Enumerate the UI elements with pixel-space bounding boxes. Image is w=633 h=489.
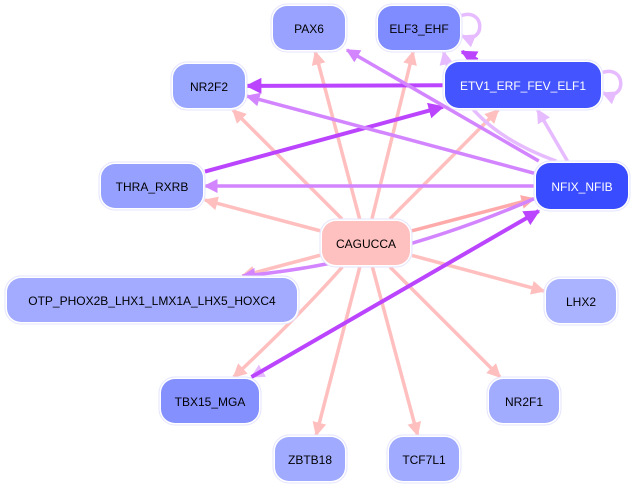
- node-box: [389, 437, 459, 481]
- node-box: [173, 64, 245, 108]
- node-lhx2[interactable]: LHX2: [543, 276, 619, 326]
- node-label: TBX15_MGA: [175, 395, 246, 409]
- edge-cagucca-to-nr2f2: [231, 108, 344, 221]
- node-label: OTP_PHOX2B_LHX1_LMX1A_LHX5_HOXC4: [28, 294, 276, 308]
- node-tbx15-mga[interactable]: TBX15_MGA: [158, 376, 262, 426]
- node-label: CAGUCCA: [336, 237, 396, 251]
- node-box: [7, 278, 297, 322]
- node-label: NR2F2: [190, 80, 228, 94]
- edge-elf3_ehf-to-elf3_ehf: [459, 12, 482, 48]
- edge-etv1_erf_fev_elf1-to-etv1_erf_fev_elf1: [600, 69, 623, 105]
- node-label: ETV1_ERF_FEV_ELF1: [460, 79, 586, 93]
- node-cagucca[interactable]: CAGUCCA: [319, 218, 413, 268]
- node-etv1-erf-fev-elf1[interactable]: ETV1_ERF_FEV_ELF1: [442, 59, 604, 111]
- node-label: LHX2: [566, 295, 596, 309]
- node-box: [536, 163, 628, 209]
- node-thra-rxrb[interactable]: THRA_RXRB: [98, 161, 206, 211]
- edge-nfix_nfib-to-pax6: [345, 48, 540, 163]
- node-box: [378, 6, 460, 50]
- edge-cagucca-to-lhx2: [411, 253, 546, 295]
- node-pax6[interactable]: PAX6: [270, 3, 348, 53]
- node-label: ZBTB18: [288, 453, 332, 467]
- node-nr2f1[interactable]: NR2F1: [486, 376, 562, 426]
- node-tcf7l1[interactable]: TCF7L1: [386, 434, 462, 484]
- edge-cagucca-to-nr2f1: [388, 265, 502, 379]
- edge-cagucca-to-zbtb18: [312, 266, 362, 437]
- node-label: PAX6: [294, 22, 324, 36]
- node-label: ELF3_EHF: [389, 22, 448, 36]
- edge-tbx15_mga-to-nfix_nfib: [250, 209, 541, 379]
- node-box: [161, 379, 259, 423]
- edge-cagucca-to-thra_rxrb: [203, 196, 321, 233]
- node-label: TCF7L1: [402, 453, 446, 467]
- node-box: [275, 437, 345, 481]
- edge-cagucca-to-nfix_nfib: [411, 195, 536, 233]
- node-box: [273, 6, 345, 50]
- node-elf3-ehf[interactable]: ELF3_EHF: [375, 3, 463, 53]
- node-box: [322, 221, 410, 265]
- node-label: THRA_RXRB: [116, 180, 189, 194]
- edge-etv1_erf_fev_elf1-to-elf3_ehf: [460, 49, 479, 66]
- node-nfix-nfib[interactable]: NFIX_NFIB: [533, 160, 631, 212]
- node-box: [546, 279, 616, 323]
- edge-nfix_nfib-to-etv1_erf_fev_elf1: [536, 108, 569, 162]
- node-label: NFIX_NFIB: [551, 180, 612, 194]
- edge-cagucca-to-tcf7l1: [370, 266, 422, 437]
- edge-nfix_nfib-to-nr2f2: [245, 92, 535, 175]
- edge-thra_rxrb-to-etv1_erf_fev_elf1: [204, 102, 445, 174]
- edges-layer: [203, 12, 623, 437]
- node-box: [101, 164, 203, 208]
- node-zbtb18[interactable]: ZBTB18: [272, 434, 348, 484]
- node-nr2f2[interactable]: NR2F2: [170, 61, 248, 111]
- node-box: [445, 62, 601, 108]
- node-box: [489, 379, 559, 423]
- edge-etv1_erf_fev_elf1-to-nr2f2: [245, 77, 444, 94]
- node-otp-phox2b-lhx1-lmx1a-lhx5-hoxc4[interactable]: OTP_PHOX2B_LHX1_LMX1A_LHX5_HOXC4: [4, 275, 300, 325]
- node-label: NR2F1: [505, 395, 543, 409]
